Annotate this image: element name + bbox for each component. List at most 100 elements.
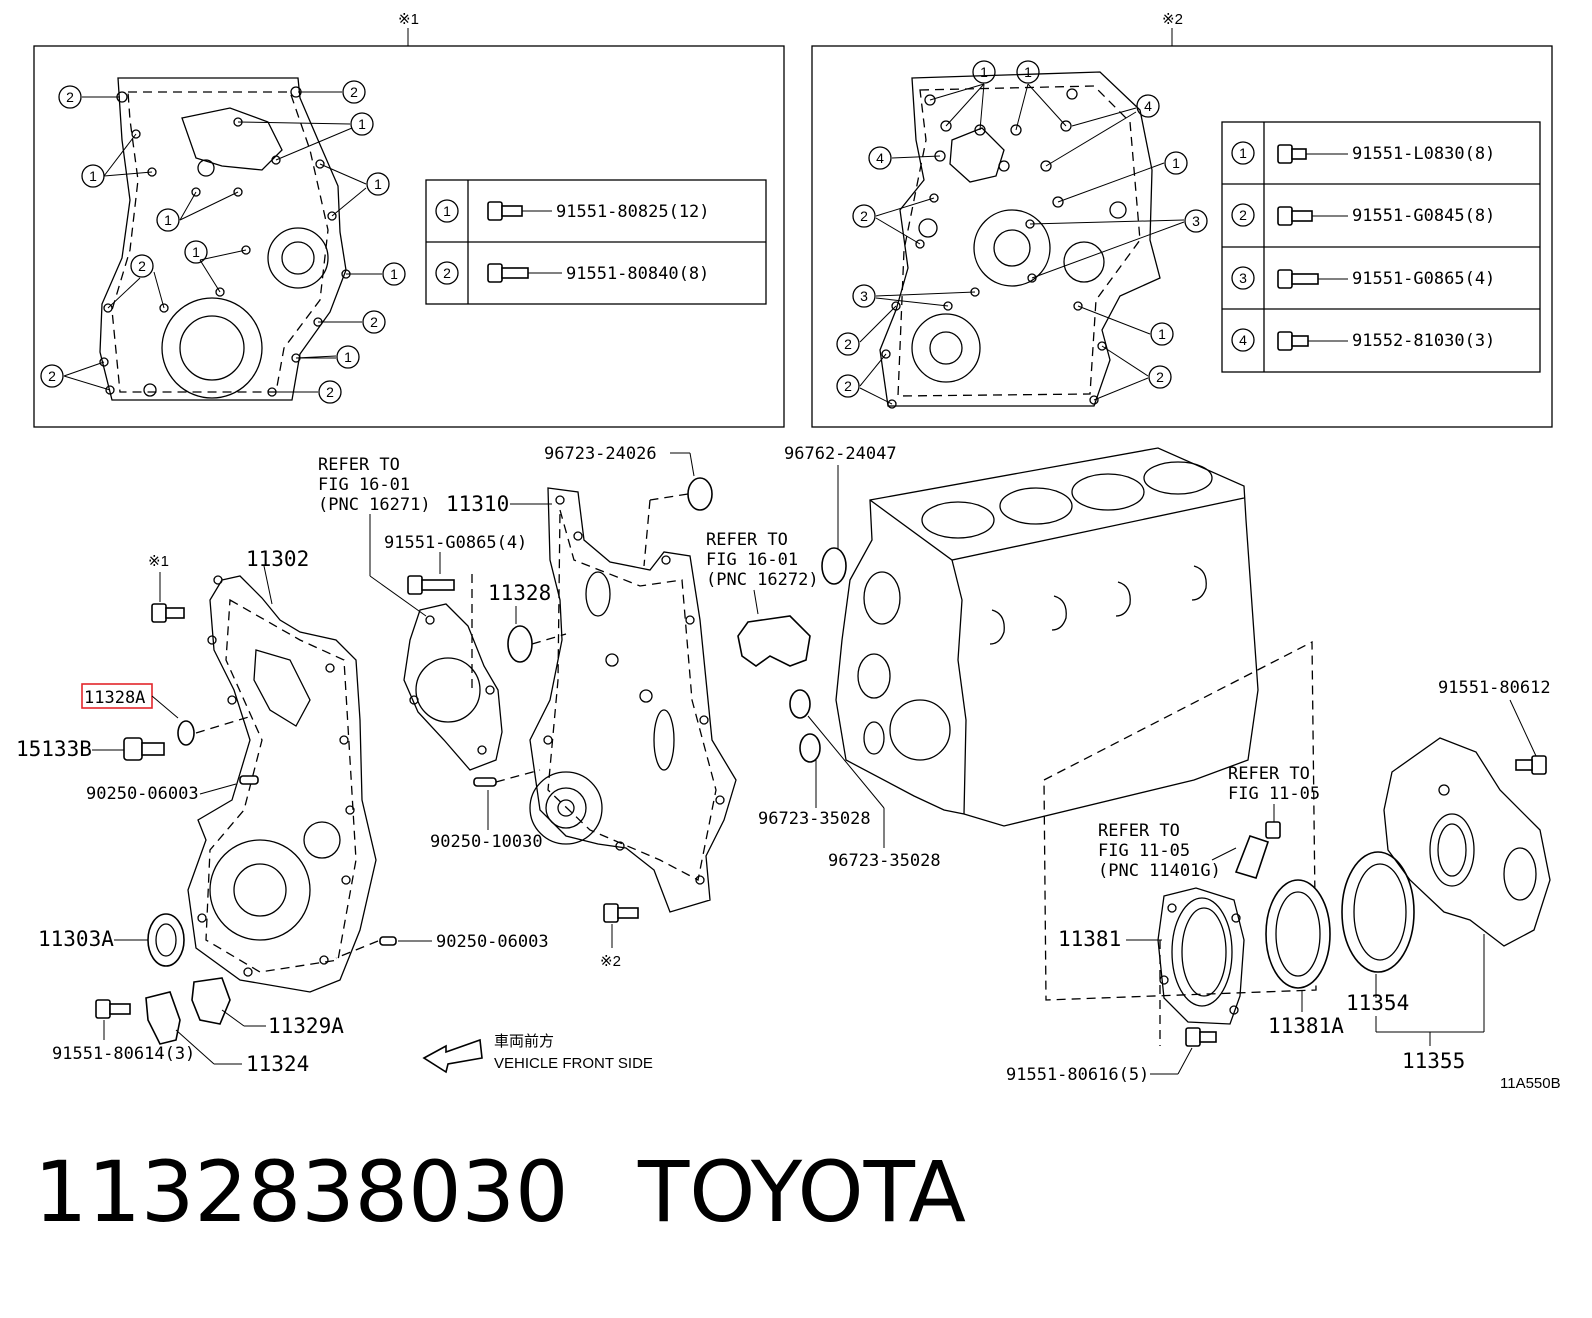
refer-c-line-1: REFER TO	[1228, 764, 1310, 784]
refer-c-line-2: FIG 11-05	[1228, 784, 1320, 804]
panel-1-callouts: 2 2 1 1 1 1 1 1 2 1 2 1 2 2	[40, 80, 406, 404]
svg-text:2: 2	[443, 265, 451, 281]
bolt-icon	[151, 603, 185, 623]
label-11302: 11302	[246, 547, 309, 571]
svg-text:1: 1	[89, 168, 97, 184]
bolt-icon	[1515, 755, 1547, 775]
label-96762-24047: 96762-24047	[784, 444, 897, 464]
callout: 4	[1045, 94, 1160, 167]
label-90250-06003-b: 90250-06003	[436, 932, 549, 952]
svg-text:1: 1	[1172, 155, 1180, 171]
svg-text:2: 2	[844, 336, 852, 352]
svg-text:1: 1	[1024, 64, 1032, 80]
bolt-icon	[487, 263, 562, 283]
svg-text:3: 3	[1239, 270, 1247, 286]
label-96723-35028-a: 96723-35028	[758, 809, 871, 829]
vehicle-front-arrow: 車両前方 VEHICLE FRONT SIDE	[422, 1033, 653, 1074]
o-ring-icon	[789, 689, 811, 719]
dowel-pin-icon	[473, 777, 497, 787]
label-11354: 11354	[1346, 991, 1409, 1015]
callout: 2	[107, 254, 165, 309]
oil-seal-icon	[147, 913, 185, 967]
callout: 2	[836, 305, 897, 356]
o-ring-icon	[507, 625, 533, 663]
label-96723-24026: 96723-24026	[544, 444, 657, 464]
panel-1-legend: 1 2 91551-80825(12) 91551-80840(8)	[425, 179, 767, 305]
o-ring-icon	[799, 733, 821, 763]
bolt-icon	[487, 201, 552, 221]
callout: 1	[184, 240, 247, 293]
svg-text:1: 1	[164, 212, 172, 228]
svg-text:1: 1	[390, 266, 398, 282]
callout: 1	[1077, 305, 1174, 346]
svg-text:1: 1	[443, 203, 451, 219]
callout: 1	[237, 112, 374, 161]
panel-1-cover-drawing	[99, 77, 351, 401]
dowel-pin-icon	[239, 775, 259, 785]
panel-2-callouts: 1 1 4 4 1 2 3 3 2 1 2 2	[836, 60, 1208, 405]
svg-text:1: 1	[192, 244, 200, 260]
label-11303a: 11303A	[38, 927, 114, 951]
callout: 2	[272, 380, 342, 404]
refer-d-line-1: REFER TO	[1098, 821, 1180, 841]
svg-text:4: 4	[1239, 332, 1247, 348]
label-11355: 11355	[1402, 1049, 1465, 1073]
callout: 1	[1015, 60, 1067, 131]
bolt-icon	[95, 999, 131, 1019]
panel-2-marker: ※2	[1162, 11, 1183, 28]
label-11381a: 11381A	[1268, 1014, 1344, 1038]
svg-text:3: 3	[1192, 213, 1200, 229]
label-15133b: 15133B	[16, 737, 92, 761]
bolt-icon	[1277, 269, 1348, 289]
label-11328: 11328	[488, 581, 551, 605]
gasket-11324-icon	[145, 991, 181, 1045]
svg-text:2: 2	[326, 384, 334, 400]
svg-text:1: 1	[1239, 145, 1247, 161]
legend-3-part: 91551-G0865(4)	[1352, 269, 1495, 289]
o-ring-icon	[821, 547, 847, 585]
front-label-en: VEHICLE FRONT SIDE	[494, 1055, 653, 1072]
refer-b-line-1: REFER TO	[706, 530, 788, 550]
svg-text:2: 2	[844, 378, 852, 394]
legend-2-part: 91551-G0845(8)	[1352, 206, 1495, 226]
callout: 2	[1093, 345, 1172, 401]
svg-text:4: 4	[1144, 98, 1152, 114]
o-ring-icon	[177, 720, 195, 746]
svg-text:1: 1	[374, 176, 382, 192]
rear-parts: REFER TO FIG 11-05 (PNC 11401G) REFER TO…	[1006, 678, 1551, 1085]
callout: 1	[319, 163, 390, 217]
refer-d-line-3: (PNC 11401G)	[1098, 861, 1221, 881]
o-ring-icon	[687, 477, 713, 511]
callout: 2	[58, 85, 120, 109]
rear-oil-seal-icon	[1265, 879, 1331, 989]
brand-name: TOYOTA	[638, 1143, 966, 1241]
label-11324: 11324	[246, 1052, 309, 1076]
svg-text:2: 2	[48, 368, 56, 384]
svg-text:2: 2	[138, 258, 146, 274]
bolt-icon	[1277, 144, 1348, 164]
legend-1-part: 91551-80825(12)	[556, 202, 710, 222]
label-91551-g0865: 91551-G0865(4)	[384, 533, 527, 553]
callout: 1	[1057, 151, 1188, 203]
panel-2-legend: 1 2 3 4 91551-L0830(8) 91551-G0845(8) 91…	[1221, 121, 1541, 373]
diagram-code: 11A550B	[1500, 1075, 1561, 1092]
panel-2-block-drawing	[879, 71, 1161, 409]
callout: 4	[868, 146, 941, 170]
gasket-11329a-icon	[191, 977, 231, 1025]
detail-panel-1: ※1 2 2 1	[33, 11, 785, 428]
timing-cover-11302: 11302	[187, 547, 377, 993]
svg-text:1: 1	[980, 64, 988, 80]
bolt-icon	[1277, 206, 1348, 226]
refer-a-line-2: FIG 16-01	[318, 475, 410, 495]
label-91551-80616: 91551-80616(5)	[1006, 1065, 1149, 1085]
callout: 1	[296, 345, 360, 369]
gasket-16272-icon	[737, 615, 811, 667]
label-91551-80614: 91551-80614(3)	[52, 1044, 195, 1064]
svg-text:2: 2	[1156, 369, 1164, 385]
left-small-parts: ※1 11328A 15133B 90250-06003 11303A 9025…	[16, 553, 549, 1076]
sensor-icon	[1234, 821, 1281, 879]
bolt-icon	[1277, 331, 1348, 351]
svg-text:4: 4	[876, 150, 884, 166]
label-11310: 11310	[446, 492, 509, 516]
